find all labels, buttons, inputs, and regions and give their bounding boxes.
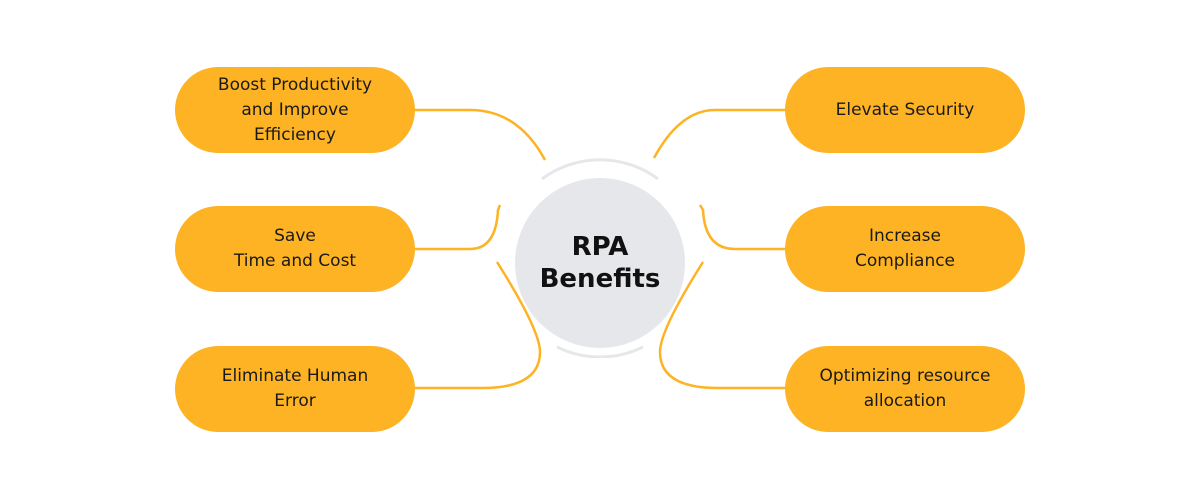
benefit-label: Save Time and Cost (233, 226, 357, 271)
connector-left-middle (413, 204, 502, 251)
benefit-increase-compliance: Increase Compliance (785, 206, 1025, 292)
connector-left-top (413, 108, 547, 161)
benefit-label: Optimizing resource allocation (819, 366, 991, 411)
benefit-label: Increase Compliance (854, 226, 956, 271)
benefit-optimizing-resource-allocation: Optimizing resource allocation (785, 346, 1025, 432)
connector-right-top (652, 108, 787, 159)
benefit-label: Boost Productivity and Improve Efficienc… (217, 74, 373, 145)
center-label: RPA Benefits (539, 232, 661, 294)
benefit-elevate-security: Elevate Security (785, 67, 1025, 153)
center-ring (541, 158, 659, 358)
benefit-eliminate-human-error: Eliminate Human Error (175, 346, 415, 432)
connector-right-middle (698, 204, 787, 251)
benefit-boost-productivity: Boost Productivity and Improve Efficienc… (175, 67, 415, 153)
center-ring-arc-top (541, 158, 659, 181)
benefit-save-time-cost: Save Time and Cost (175, 206, 415, 292)
connector-right-bottom (658, 261, 787, 390)
benefit-label: Eliminate Human Error (221, 366, 369, 411)
center-ring-arc-bottom (556, 345, 644, 358)
benefit-label: Elevate Security (835, 99, 975, 120)
connector-left-bottom (413, 261, 542, 390)
center-node: RPA Benefits (515, 178, 685, 348)
